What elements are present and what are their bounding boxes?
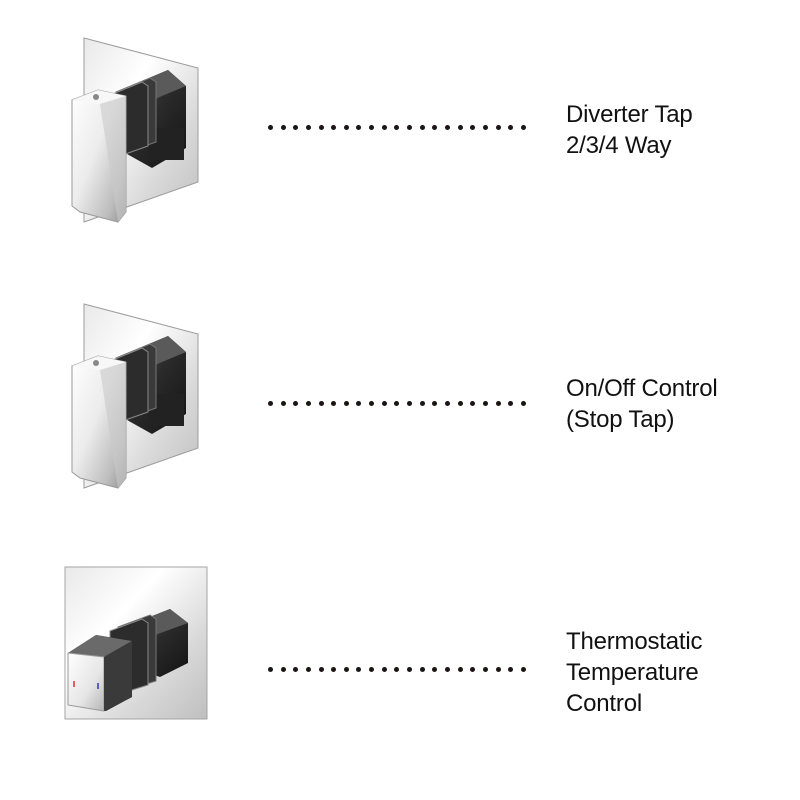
leader-dots (268, 124, 526, 130)
item-row-thermostatic: Thermostatic Temperature Control (0, 545, 800, 800)
leader-dot (444, 400, 450, 406)
leader-dot (280, 124, 286, 130)
leader-dot (457, 400, 463, 406)
leader-dot (268, 124, 273, 130)
leader-dot (369, 400, 375, 406)
leader-dot (381, 400, 387, 406)
leader-dot (407, 400, 413, 406)
leader-dot (356, 400, 362, 406)
leader-dot (470, 124, 476, 130)
leader-dot (369, 124, 375, 130)
leader-dot (305, 124, 311, 130)
label-line: Thermostatic (566, 628, 703, 655)
leader-dot (343, 400, 349, 406)
label-line: Temperature (566, 659, 699, 686)
leader-dot (293, 400, 299, 406)
label-line: 2/3/4 Way (566, 132, 672, 159)
leader-dot (432, 124, 438, 130)
leader-dot (280, 666, 286, 672)
leader-dot (520, 400, 526, 406)
leader-dot (280, 400, 286, 406)
leader-dot (444, 666, 450, 672)
leader-dot (432, 400, 438, 406)
label-line: Control (566, 690, 642, 717)
leader-dot (394, 400, 400, 406)
leader-dot (331, 400, 337, 406)
leader-dot (293, 124, 299, 130)
item-row-diverter: Diverter Tap 2/3/4 Way (0, 0, 800, 260)
leader-dot (508, 666, 514, 672)
leader-dot (318, 666, 324, 672)
leader-dot (305, 666, 311, 672)
leader-dot (432, 666, 438, 672)
thermostatic-control-image (60, 565, 210, 730)
leader-dot (482, 666, 488, 672)
leader-dot (419, 400, 425, 406)
leader-dot (407, 124, 413, 130)
leader-dot (343, 666, 349, 672)
leader-dot (495, 124, 501, 130)
leader-dot (482, 400, 488, 406)
leader-dot (482, 124, 488, 130)
leader-dot (520, 666, 526, 672)
leader-dot (268, 400, 273, 406)
label-line: On/Off Control (566, 375, 718, 402)
leader-dot (331, 666, 337, 672)
leader-dot (457, 666, 463, 672)
item-label: On/Off Control (Stop Tap) (566, 373, 718, 435)
leader-dot (470, 666, 476, 672)
leader-dot (419, 124, 425, 130)
item-label: Diverter Tap 2/3/4 Way (566, 99, 693, 161)
leader-dot (444, 124, 450, 130)
leader-dot (495, 666, 501, 672)
leader-dots (268, 666, 526, 672)
leader-dot (356, 124, 362, 130)
on-off-control-image (60, 296, 210, 501)
leader-dot (305, 400, 311, 406)
leader-dot (407, 666, 413, 672)
label-line: (Stop Tap) (566, 406, 675, 433)
leader-dot (268, 666, 273, 672)
leader-dot (356, 666, 362, 672)
leader-dot (470, 400, 476, 406)
label-line: Diverter Tap (566, 101, 693, 128)
leader-dot (381, 666, 387, 672)
leader-dot (318, 124, 324, 130)
leader-dot (495, 400, 501, 406)
leader-dots (268, 400, 526, 406)
leader-dot (419, 666, 425, 672)
leader-dot (318, 400, 324, 406)
diverter-tap-image (60, 30, 210, 235)
item-row-on-off: On/Off Control (Stop Tap) (0, 270, 800, 530)
leader-dot (293, 666, 299, 672)
leader-dot (369, 666, 375, 672)
leader-dot (508, 124, 514, 130)
leader-dot (381, 124, 387, 130)
leader-dot (331, 124, 337, 130)
leader-dot (394, 124, 400, 130)
leader-dot (343, 124, 349, 130)
leader-dot (520, 124, 526, 130)
leader-dot (457, 124, 463, 130)
leader-dot (508, 400, 514, 406)
leader-dot (394, 666, 400, 672)
item-label: Thermostatic Temperature Control (566, 626, 703, 719)
